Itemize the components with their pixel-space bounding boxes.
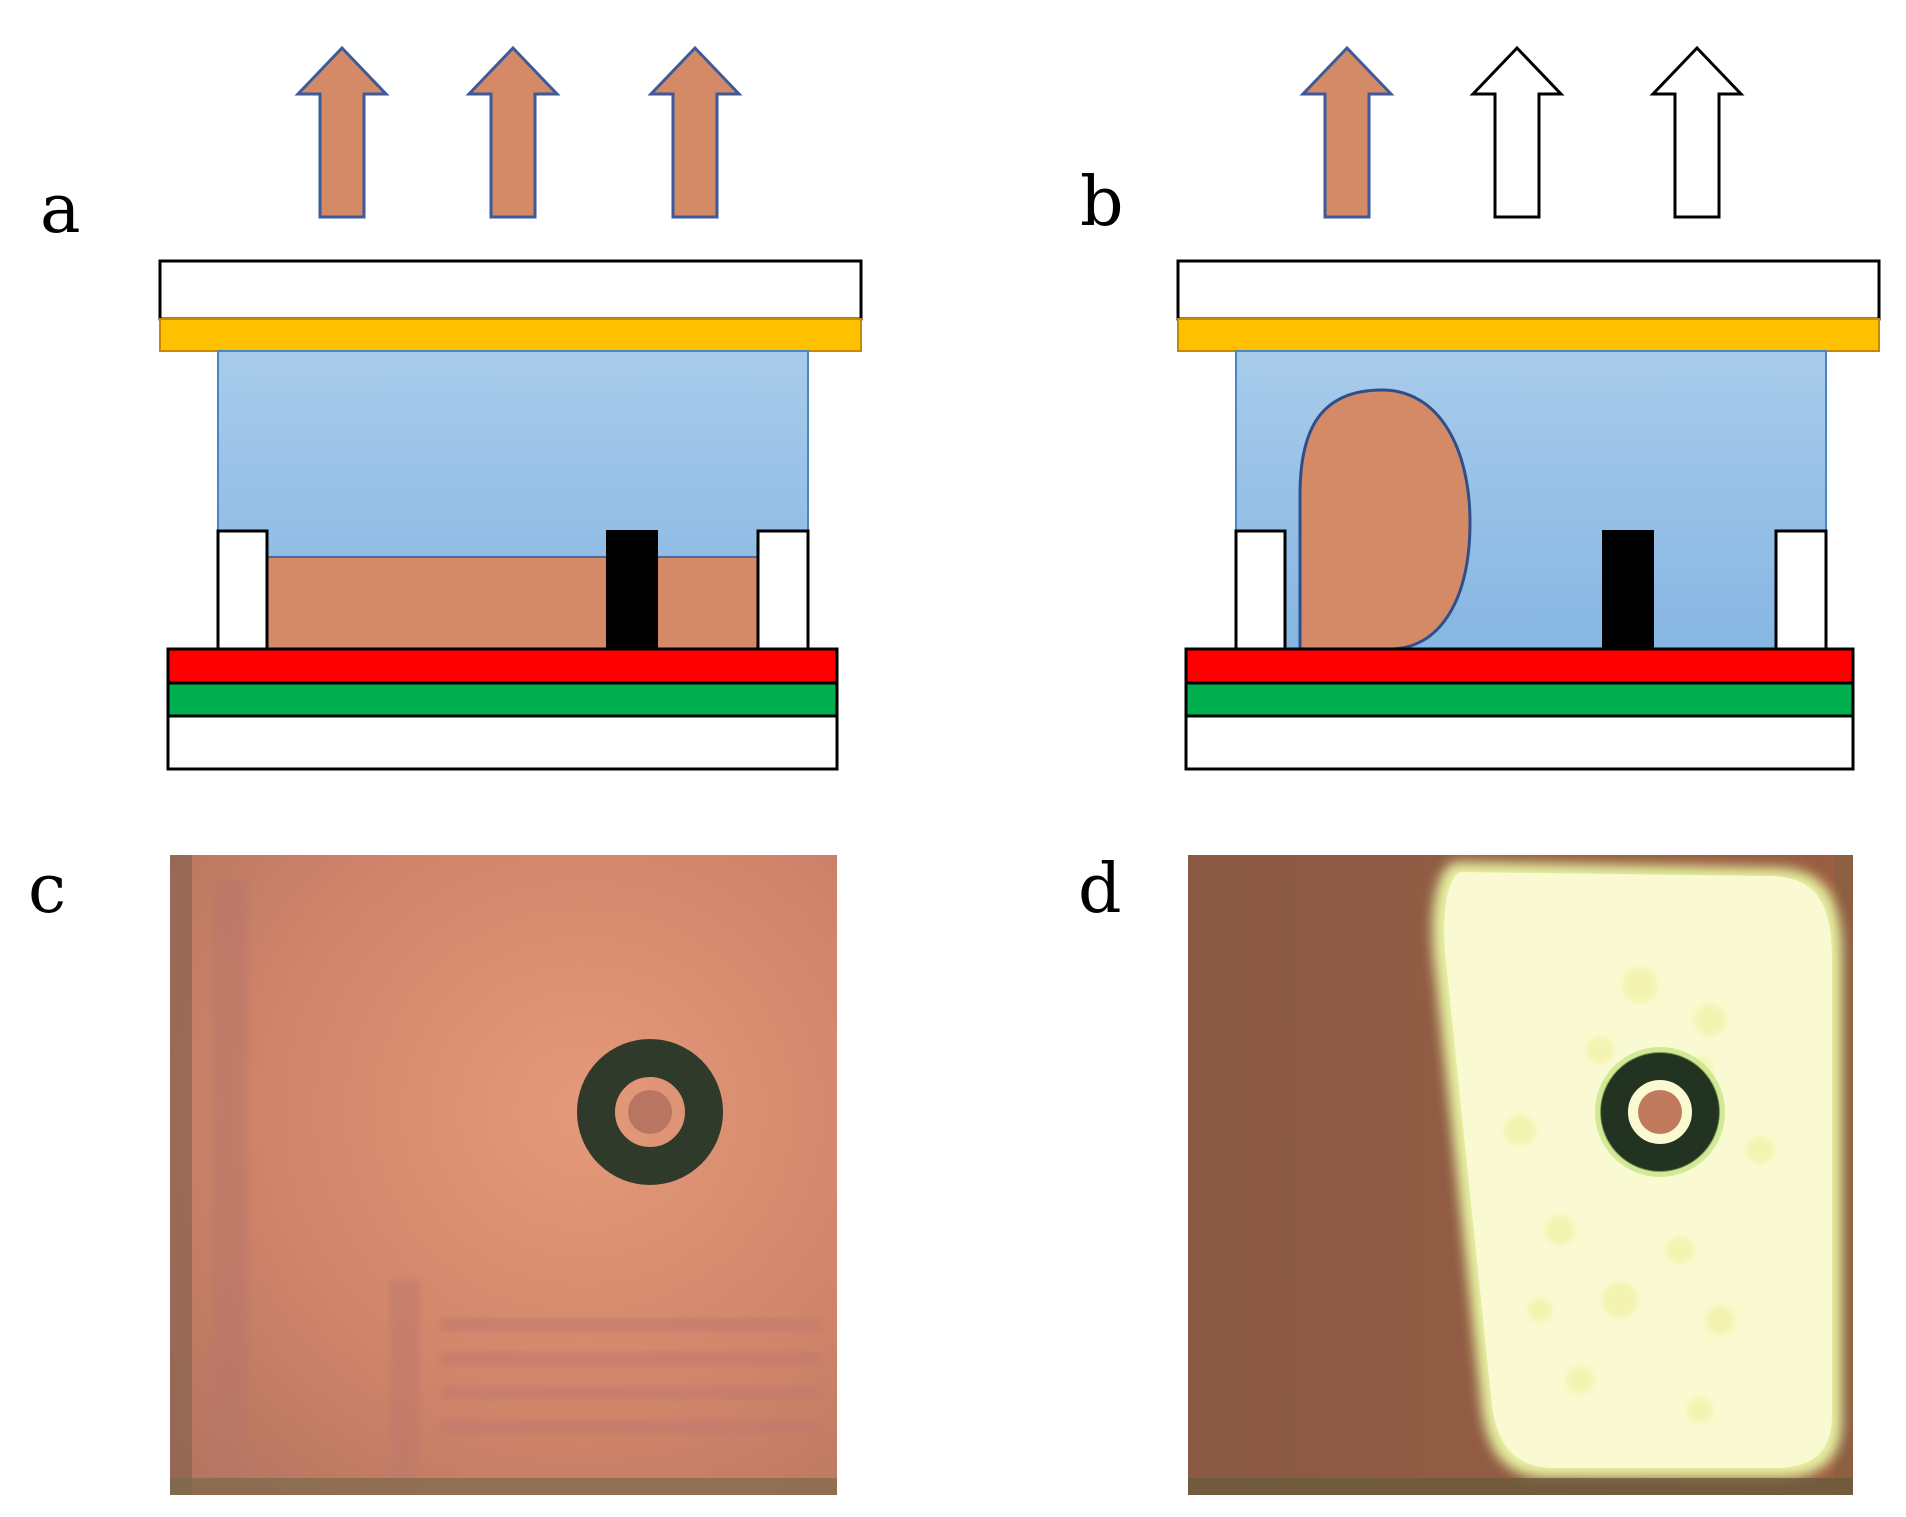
- bottom-substrate: [166, 714, 839, 771]
- bottom-substrate: [1184, 714, 1855, 771]
- top-cover-plate: [1176, 259, 1881, 321]
- top-cover-plate: [158, 259, 863, 321]
- pixel-pillar: [1602, 530, 1654, 649]
- hydrophobic-layer: [1184, 647, 1855, 685]
- bottom-electrode-layer: [1184, 681, 1855, 718]
- top-electrode-layer: [1177, 318, 1880, 352]
- left-spacer: [216, 529, 269, 651]
- pixel-pillar: [606, 530, 658, 649]
- panel-a: a: [40, 45, 863, 771]
- panel-d: d: [1078, 850, 1853, 1495]
- panel-label-d: d: [1078, 850, 1122, 929]
- light-arrow-icon: [465, 45, 561, 219]
- light-arrow-icon: [647, 45, 743, 219]
- blocked-arrow-icon: [1649, 45, 1745, 219]
- panel-c: c: [28, 850, 837, 1495]
- panel-label-a: a: [40, 170, 81, 249]
- micrograph-off-state: [170, 855, 837, 1495]
- pillar-ring: [577, 1039, 723, 1185]
- light-arrows-a: [294, 45, 743, 219]
- right-spacer: [1774, 529, 1828, 651]
- hydrophobic-layer: [166, 647, 839, 685]
- oil-droplet: [1298, 388, 1472, 651]
- top-electrode-layer: [159, 318, 862, 352]
- panel-b: b: [1080, 45, 1881, 771]
- light-arrows-b: [1299, 45, 1745, 219]
- micrograph-on-state: [1188, 855, 1853, 1495]
- light-arrow-icon: [294, 45, 390, 219]
- left-spacer: [1234, 529, 1287, 651]
- pillar-ring: [1600, 1052, 1720, 1172]
- light-arrow-icon: [1299, 45, 1395, 219]
- panel-label-c: c: [28, 850, 66, 929]
- bottom-electrode-layer: [166, 681, 839, 718]
- oil-film: [266, 556, 759, 650]
- right-spacer: [756, 529, 810, 651]
- blocked-arrow-icon: [1469, 45, 1565, 219]
- panel-label-b: b: [1080, 163, 1124, 242]
